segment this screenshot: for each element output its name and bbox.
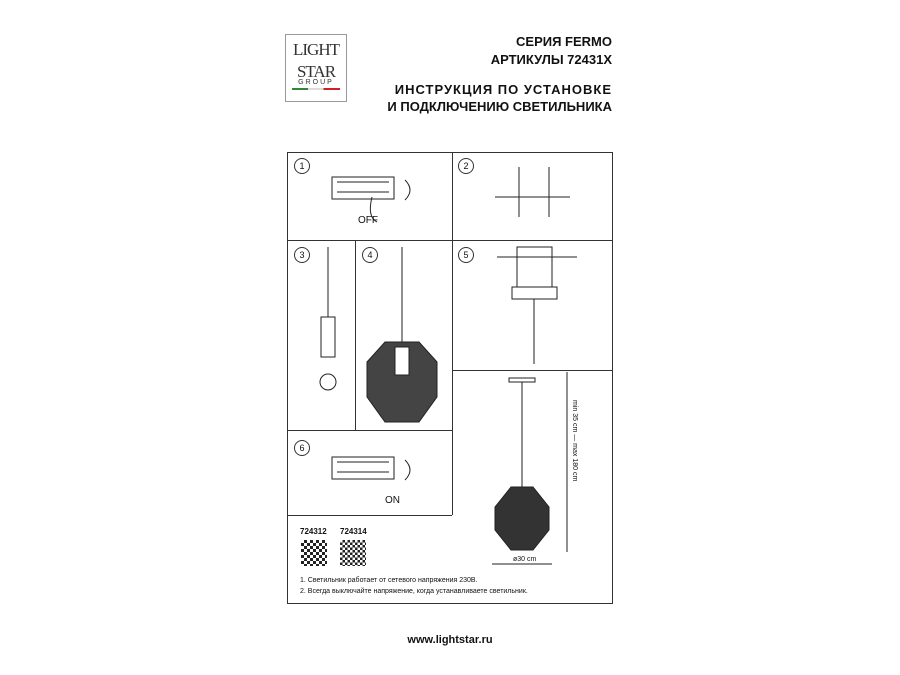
italian-flag-stripe — [292, 88, 340, 90]
instruction-title: ИНСТРУКЦИЯ ПО УСТАНОВКЕ — [394, 82, 612, 97]
articles-title: АРТИКУЛЫ 72431X — [490, 52, 612, 67]
website-link[interactable]: www.lightstar.ru — [407, 634, 493, 646]
qr-code[interactable] — [301, 540, 327, 566]
article-number: 724312 — [300, 527, 327, 536]
step-number: 2 — [458, 158, 474, 174]
logo-text: LIGHT — [293, 40, 340, 59]
step-number: 6 — [294, 440, 310, 456]
step-number: 1 — [294, 158, 310, 174]
series-title: СЕРИЯ FERMO — [516, 34, 612, 49]
off-label: OFF — [358, 215, 378, 226]
step-number: 3 — [294, 247, 310, 263]
lightstar-logo: LIGHT STAR GROUP — [285, 34, 347, 102]
diameter-dimension: ø30 cm — [513, 556, 537, 563]
instruction-title: И ПОДКЛЮЧЕНИЮ СВЕТИЛЬНИКА — [387, 99, 612, 114]
height-dimension: min 35 cm — max 180 cm — [571, 400, 578, 482]
on-label: ON — [385, 495, 400, 506]
qr-code[interactable] — [340, 540, 366, 566]
step-number: 5 — [458, 247, 474, 263]
article-number: 724314 — [340, 527, 367, 536]
logo-text: GROUP — [298, 79, 334, 86]
note: 2. Всегда выключайте напряжение, когда у… — [300, 588, 528, 595]
instruction-frame — [287, 152, 613, 604]
logo-text: STAR — [296, 62, 336, 81]
terminal-block-icon — [331, 176, 395, 200]
step-number: 4 — [362, 247, 378, 263]
installation-diagrams — [319, 167, 577, 565]
note: 1. Светильник работает от сетевого напря… — [300, 577, 478, 584]
